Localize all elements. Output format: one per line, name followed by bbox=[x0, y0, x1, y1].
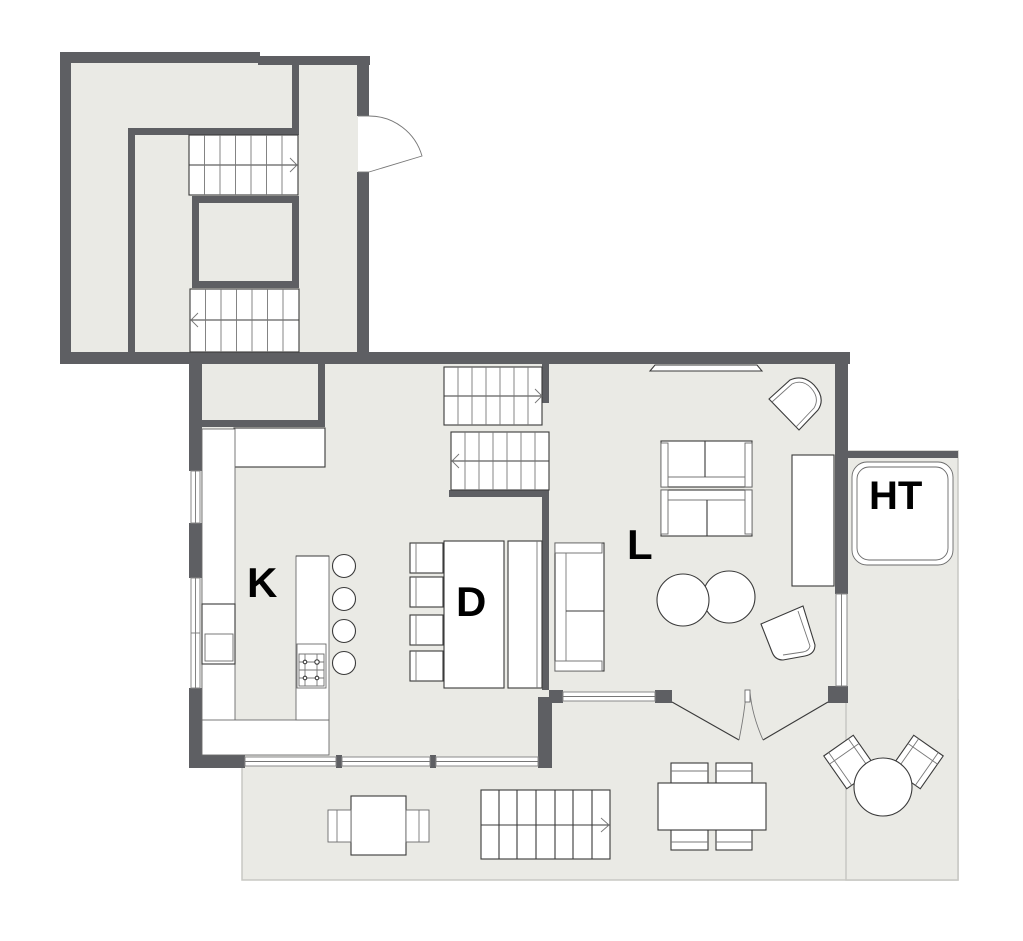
stairs-main-top bbox=[443, 366, 543, 426]
kitchen-counters bbox=[201, 427, 330, 756]
living-side-tables bbox=[656, 570, 756, 627]
living-armchair-top bbox=[768, 377, 822, 431]
windows bbox=[190, 364, 848, 767]
room-label-living: L bbox=[627, 521, 653, 568]
room-label-hot-tub: HT bbox=[869, 474, 923, 518]
stairs-upper-bottom bbox=[189, 288, 300, 353]
terrace-dining-table bbox=[657, 762, 767, 851]
living-cabinet bbox=[791, 454, 835, 587]
room-label-dining: D bbox=[456, 578, 487, 625]
living-sofa-left bbox=[554, 542, 605, 672]
bar-stools bbox=[331, 553, 357, 676]
living-armchair-bottom bbox=[760, 605, 816, 661]
room-label-kitchen: K bbox=[247, 559, 278, 606]
walls-main bbox=[189, 352, 958, 768]
doors bbox=[358, 115, 829, 741]
terrace-round-table bbox=[823, 734, 944, 817]
kitchen-island bbox=[295, 555, 330, 721]
stairs-upper-top bbox=[188, 134, 299, 196]
stairs-main-bottom bbox=[450, 431, 550, 491]
terrace-small-table bbox=[327, 795, 430, 856]
hot-tub bbox=[851, 461, 954, 566]
dining-set bbox=[409, 540, 543, 689]
living-loveseats bbox=[660, 440, 753, 537]
walls-stairwell bbox=[60, 52, 850, 364]
terrace-stairs bbox=[480, 789, 611, 860]
